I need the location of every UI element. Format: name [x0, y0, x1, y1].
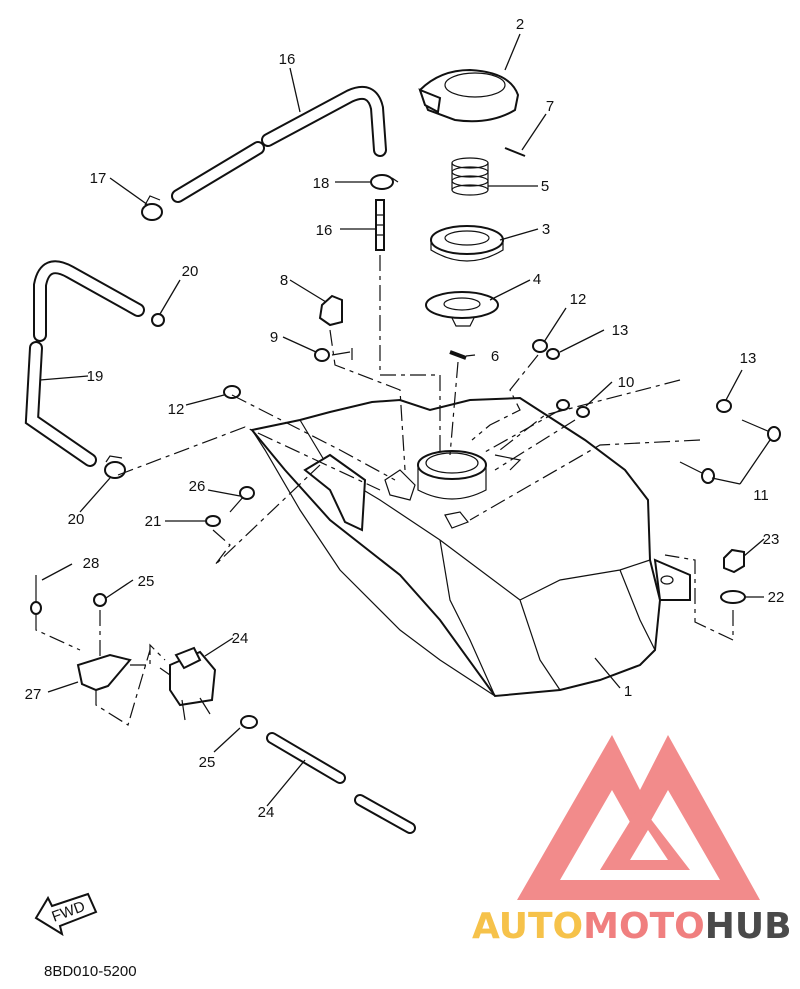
- fuel-cock: [159, 646, 217, 721]
- fuel-cap: [418, 68, 520, 123]
- spring: [451, 157, 489, 196]
- fwd-arrow-icon: FWD: [34, 892, 98, 937]
- hose-clamp: [141, 195, 163, 221]
- hose-clamp: [240, 715, 258, 729]
- callout-13: 13: [612, 322, 629, 339]
- callout-8: 8: [280, 272, 288, 289]
- callout-6: 6: [491, 348, 499, 365]
- bolt: [679, 461, 715, 484]
- bolt: [229, 486, 255, 513]
- callout-10: 10: [618, 374, 635, 391]
- callout-16: 17: [90, 170, 107, 187]
- bolt: [93, 593, 107, 607]
- callout-27: 27: [25, 686, 42, 703]
- gasket: [430, 225, 504, 262]
- collar: [546, 348, 560, 360]
- nut: [723, 548, 745, 574]
- hose-clip: [151, 313, 165, 327]
- callout-5: 5: [541, 178, 549, 195]
- screw: [314, 348, 353, 362]
- watermark-moto: MOTO: [583, 906, 705, 947]
- leader-lines: [39, 33, 771, 807]
- callout-22: 24: [232, 630, 249, 647]
- callout-15: 16: [279, 51, 296, 68]
- seat-ring: [425, 291, 499, 327]
- cap-pin: [504, 147, 526, 157]
- callout-28: 28: [83, 555, 100, 572]
- fuel-tank: [250, 396, 691, 698]
- assembly-lines: [35, 255, 734, 726]
- vent-hose-upper: [171, 86, 387, 203]
- damper: [318, 294, 343, 327]
- callout-19: 20: [68, 511, 85, 528]
- callout-12: 12: [168, 401, 185, 418]
- fuel-hose: [266, 732, 416, 834]
- hose-clamp: [370, 174, 399, 190]
- collar: [716, 399, 732, 413]
- callout-labels: 2 7 5 3 4 6 16 17 18 16 8 9 12 12 13 13 …: [25, 16, 785, 821]
- vent-fitting: [375, 199, 385, 251]
- callout-25: 25: [199, 754, 216, 771]
- callout-20: 21: [145, 513, 162, 530]
- pin: [449, 350, 467, 360]
- watermark-auto: AUTO: [472, 906, 583, 947]
- bracket: [76, 653, 132, 692]
- callout-16: 18: [313, 175, 330, 192]
- grommet: [532, 339, 548, 353]
- callout-26: 26: [189, 478, 206, 495]
- callout-1: 1: [624, 683, 632, 700]
- callout-9: 9: [270, 329, 278, 346]
- vent-hose-lower: [24, 260, 145, 467]
- callout-13: 13: [740, 350, 757, 367]
- nut: [556, 399, 570, 411]
- callout-14: 16: [316, 222, 333, 239]
- callout-11: 11: [753, 487, 769, 504]
- callout-23: 25: [138, 573, 155, 590]
- callout-17: 19: [87, 368, 104, 385]
- nut: [576, 406, 590, 418]
- washer: [205, 515, 221, 527]
- callout-3: 3: [542, 221, 550, 238]
- watermark-text: AUTOMOTOHUB: [472, 906, 792, 947]
- hose-clamp: [104, 455, 126, 479]
- washer: [720, 590, 746, 604]
- callout-12: 12: [570, 291, 587, 308]
- grommet: [223, 385, 241, 399]
- watermark-logo-icon: [517, 735, 760, 900]
- callout-21: 23: [763, 531, 780, 548]
- callout-4: 4: [533, 271, 541, 288]
- callout-18: 20: [182, 263, 199, 280]
- watermark-hub: HUB: [705, 906, 792, 947]
- bolt: [741, 419, 781, 442]
- callout-24: 24: [258, 804, 275, 821]
- callout-2: 2: [516, 16, 524, 33]
- catalog-code: 8BD010-5200: [44, 963, 137, 980]
- callout-7: 7: [546, 98, 554, 115]
- callout-20: 22: [768, 589, 785, 606]
- rivet: [30, 575, 42, 615]
